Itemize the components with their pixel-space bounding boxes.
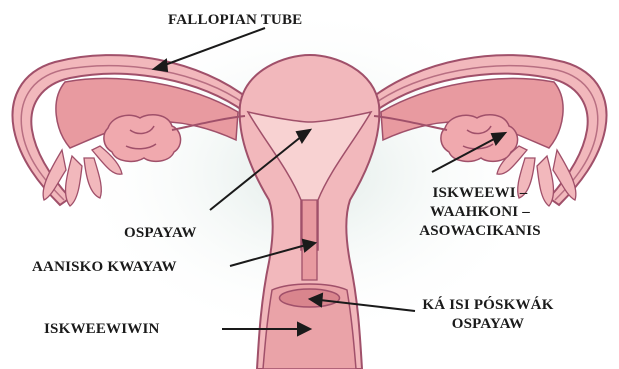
- label-ovary-line2: WAAHKONI –: [400, 203, 560, 222]
- right-ovary: [441, 115, 518, 162]
- left-ovary: [104, 115, 181, 162]
- label-cervix: KÁ ISI PÓSKWÁK OSPAYAW: [408, 296, 568, 334]
- label-fallopian-tube: FALLOPIAN TUBE: [168, 11, 302, 30]
- cervix-opening: [280, 289, 340, 307]
- label-ovary: ISKWEEWI – WAAHKONI – ASOWACIKANIS: [400, 184, 560, 241]
- label-iskweewiwin: ISKWEEWIWIN: [44, 320, 160, 339]
- label-cervix-line2: OSPAYAW: [408, 315, 568, 334]
- label-ospayaw: OSPAYAW: [124, 224, 197, 243]
- label-cervix-line1: KÁ ISI PÓSKWÁK: [408, 296, 568, 315]
- label-ovary-line3: ASOWACIKANIS: [400, 222, 560, 241]
- label-aanisko-kwayaw: AANISKO KWAYAW: [32, 258, 177, 277]
- label-ovary-line1: ISKWEEWI –: [400, 184, 560, 203]
